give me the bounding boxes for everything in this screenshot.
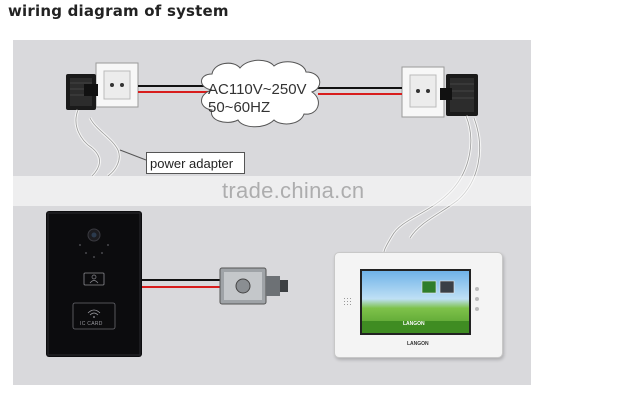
power-adapter-label: power adapter [146,152,245,174]
monitor-screen [360,269,471,335]
screen-brand: LANGON [403,321,425,327]
mains-wires [138,85,402,95]
supply-frequency: 50~60HZ [208,99,271,116]
supply-cloud [201,59,321,128]
outdoor-door-station: IC CARD [46,211,142,357]
diagram-title: wiring diagram of system [8,2,229,20]
electric-lock [219,267,288,305]
right-power-adapter [440,74,478,116]
indoor-monitor: LANGON LANGON [334,252,503,358]
right-wall-socket [401,66,445,118]
supply-voltage: AC110V~250V [208,81,307,98]
speaker-grille [343,297,351,305]
monitor-button[interactable] [475,307,479,311]
screen-content [362,280,469,333]
monitor-button[interactable] [475,297,479,301]
supply-label: AC110V~250V 50~60HZ [208,81,307,117]
lock-wires [142,279,222,288]
monitor-buttons [475,287,479,321]
watermark-text: trade.china.cn [222,178,365,203]
watermark-band [0,176,622,206]
bezel-brand: LANGON [407,341,429,347]
left-wall-socket [95,62,139,108]
left-power-adapter [66,74,98,110]
door-station-face [47,212,141,356]
card-reader-label: IC CARD [80,321,103,327]
monitor-button[interactable] [475,287,479,291]
left-adapter-cord [74,109,101,178]
